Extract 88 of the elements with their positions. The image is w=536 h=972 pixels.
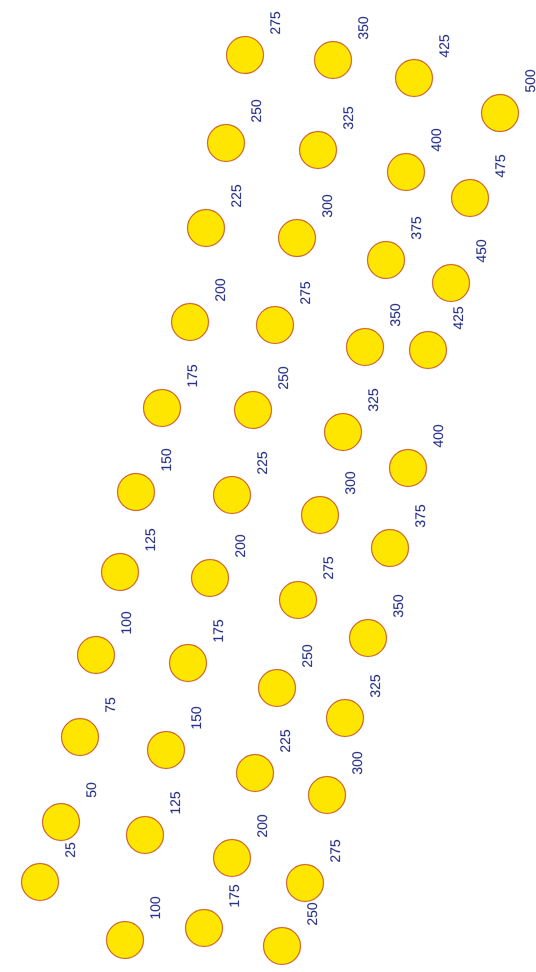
circle-marker [371, 529, 409, 567]
value-label: 150 [189, 706, 203, 730]
circle-marker [389, 449, 427, 487]
circle-marker [432, 264, 470, 302]
circle-marker [207, 124, 245, 162]
value-label: 250 [305, 902, 319, 926]
circle-marker [101, 553, 139, 591]
value-label: 275 [321, 556, 335, 580]
circle-marker [324, 413, 362, 451]
value-label: 275 [328, 839, 342, 863]
value-label: 450 [474, 239, 488, 263]
circle-marker [301, 496, 339, 534]
value-label: 225 [229, 184, 243, 208]
value-label: 200 [233, 534, 247, 558]
value-label: 350 [388, 303, 402, 327]
circle-marker [126, 816, 164, 854]
circle-marker [187, 209, 225, 247]
value-label: 125 [168, 791, 182, 815]
value-label: 400 [431, 424, 445, 448]
value-label: 425 [451, 306, 465, 330]
circle-marker [263, 927, 301, 965]
circle-marker [395, 59, 433, 97]
circle-marker [236, 754, 274, 792]
circle-marker [299, 131, 337, 169]
value-label: 275 [298, 281, 312, 305]
value-label: 300 [320, 194, 334, 218]
circle-marker [387, 153, 425, 191]
circle-marker [346, 328, 384, 366]
value-label: 125 [143, 528, 157, 552]
circle-marker [213, 476, 251, 514]
value-label: 325 [368, 674, 382, 698]
value-label: 475 [493, 154, 507, 178]
circle-marker [117, 473, 155, 511]
value-label: 250 [249, 99, 263, 123]
value-label: 325 [366, 388, 380, 412]
circle-marker [326, 699, 364, 737]
circle-marker [147, 731, 185, 769]
value-label: 375 [409, 216, 423, 240]
value-label: 300 [350, 751, 364, 775]
circle-marker [234, 391, 272, 429]
circle-marker [171, 303, 209, 341]
circle-marker [169, 644, 207, 682]
circle-marker [213, 839, 251, 877]
value-label: 300 [343, 471, 357, 495]
circle-marker [106, 921, 144, 959]
circle-marker [451, 179, 489, 217]
value-label: 500 [523, 69, 536, 93]
circle-marker [278, 219, 316, 257]
value-label: 50 [84, 782, 98, 798]
value-label: 250 [276, 366, 290, 390]
value-label: 350 [391, 594, 405, 618]
circle-marker [185, 909, 223, 947]
value-label: 325 [341, 106, 355, 130]
circle-marker [279, 581, 317, 619]
value-label: 175 [211, 619, 225, 643]
value-label: 400 [429, 128, 443, 152]
circle-marker [21, 863, 59, 901]
value-label: 175 [185, 364, 199, 388]
value-label: 100 [148, 896, 162, 920]
value-label: 25 [63, 842, 77, 858]
value-label: 150 [159, 448, 173, 472]
circle-marker [61, 718, 99, 756]
circle-marker [256, 306, 294, 344]
value-label: 375 [413, 504, 427, 528]
circle-marker [42, 803, 80, 841]
value-label: 200 [213, 278, 227, 302]
circle-marker [191, 559, 229, 597]
circle-marker [409, 331, 447, 369]
circle-marker [367, 241, 405, 279]
circle-marker [286, 864, 324, 902]
value-label: 75 [103, 697, 117, 713]
value-label: 175 [227, 884, 241, 908]
circle-marker [481, 94, 519, 132]
value-label: 275 [268, 11, 282, 35]
circle-marker [143, 389, 181, 427]
value-label: 225 [255, 451, 269, 475]
value-label: 225 [278, 729, 292, 753]
circle-marker [314, 41, 352, 79]
circle-marker [308, 776, 346, 814]
circle-marker [77, 636, 115, 674]
value-label: 200 [255, 814, 269, 838]
circle-marker [349, 619, 387, 657]
value-label: 350 [356, 16, 370, 40]
value-label: 250 [300, 644, 314, 668]
value-label: 100 [119, 611, 133, 635]
value-label: 425 [437, 34, 451, 58]
circle-marker [226, 36, 264, 74]
circle-marker [258, 669, 296, 707]
